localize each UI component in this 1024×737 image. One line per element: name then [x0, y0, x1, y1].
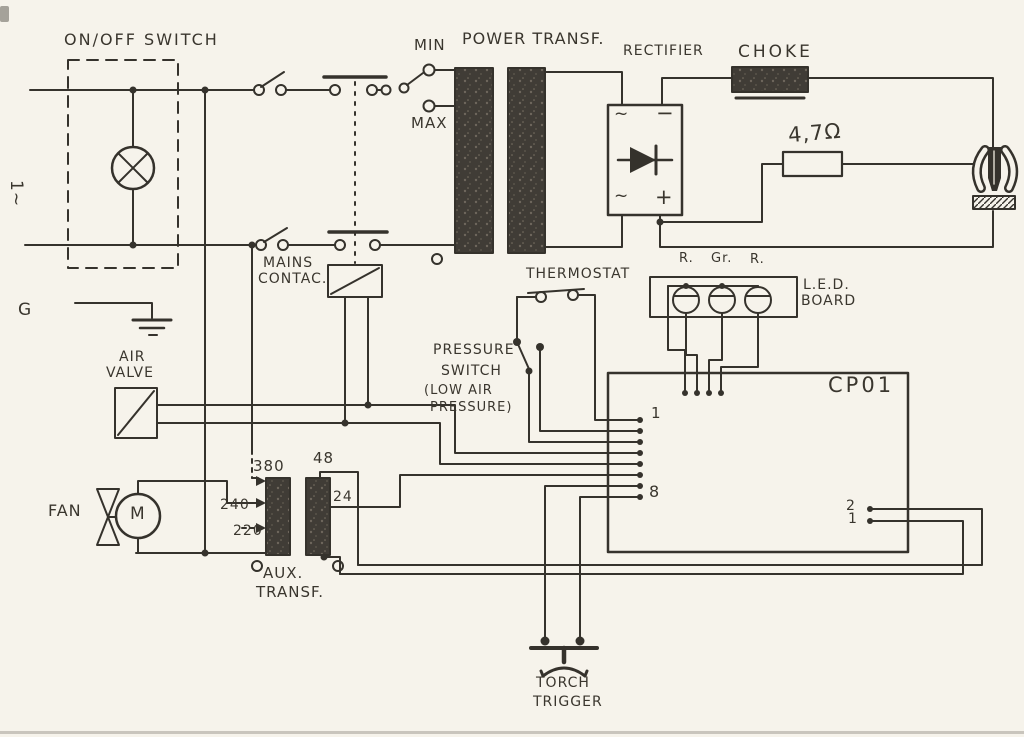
label-on-off-switch: ON/OFF SWITCH	[64, 30, 219, 49]
fan-symbol	[96, 480, 268, 557]
label-led-right: R.	[750, 252, 765, 267]
label-pin-right-2: 2	[846, 498, 856, 514]
label-resistor-value: 4,7Ω	[787, 118, 843, 148]
label-trigger-1: TORCH	[536, 675, 590, 691]
label-valve: VALVE	[106, 365, 154, 381]
torch-trigger-symbol	[529, 636, 599, 678]
tap-selector	[380, 63, 456, 113]
label-power-transformer: POWER TRANSF.	[462, 29, 605, 48]
pressure-switch-symbol	[513, 296, 544, 375]
label-tap-240: 240	[220, 497, 250, 513]
label-tap-24: 24	[333, 489, 353, 505]
air-valve-symbol	[114, 387, 158, 439]
scan-smudge	[0, 6, 9, 22]
label-pin-left-1: 1	[651, 404, 662, 422]
label-aux-2: TRANSF.	[256, 583, 324, 601]
label-rect-plus: +	[655, 185, 674, 209]
label-led-mid: Gr.	[711, 251, 733, 266]
choke-symbol	[731, 66, 809, 100]
label-min: MIN	[414, 36, 446, 54]
label-aux-1: AUX.	[263, 564, 304, 582]
on-off-switch-symbol	[67, 59, 289, 269]
cp01-board	[606, 371, 910, 554]
diode-icon	[630, 147, 656, 173]
label-trigger-2: TRIGGER	[533, 694, 603, 710]
thermostat-symbol	[516, 288, 596, 303]
label-motor: M	[130, 504, 146, 524]
label-led-board-2: BOARD	[801, 293, 857, 309]
scan-edge-line	[0, 731, 1024, 734]
label-pressure-1: PRESSURE	[433, 342, 515, 358]
contactor-contacts	[322, 75, 389, 264]
label-board-cp01: CP01	[828, 373, 895, 397]
dc-wiring	[656, 77, 994, 248]
label-pressure-2: SWITCH	[441, 363, 502, 379]
label-ground: G	[18, 300, 33, 320]
label-phase: 1~	[6, 180, 26, 208]
label-air: AIR	[119, 349, 146, 365]
led-icon	[672, 286, 700, 314]
led-icon	[708, 286, 736, 314]
label-fan: FAN	[48, 501, 82, 520]
fan-blade-icon	[96, 516, 120, 546]
label-tap-48: 48	[313, 449, 335, 467]
label-rect-ac-top: ~	[614, 104, 630, 124]
label-rect-minus: −	[656, 101, 675, 125]
label-led-left: R.	[679, 251, 694, 266]
supply-rails	[24, 86, 456, 554]
led-icon	[744, 286, 772, 314]
label-led-board-1: L.E.D.	[803, 277, 850, 293]
workpiece-icon	[972, 195, 1016, 210]
label-pin-left-8: 8	[649, 482, 661, 501]
aux-transformer-symbol	[241, 471, 359, 575]
cp01-pin-wiring	[156, 295, 983, 642]
label-pin-right-1: 1	[848, 511, 858, 527]
label-tap-380: 380	[253, 457, 285, 475]
label-choke: CHOKE	[738, 42, 813, 62]
label-max: MAX	[411, 114, 448, 132]
label-pressure-3: (LOW AIR	[424, 383, 493, 398]
fan-blade-icon	[96, 488, 120, 518]
torch-symbol	[971, 145, 1019, 210]
rectifier-symbol	[606, 103, 684, 217]
resistor-symbol	[781, 150, 844, 178]
led-board-symbol	[649, 276, 798, 396]
label-contac: CONTAC.	[258, 271, 328, 287]
mains-contactor-coil	[327, 264, 383, 427]
label-rect-ac-bottom: ~	[614, 186, 630, 206]
ground-symbol	[74, 302, 173, 336]
label-thermostat: THERMOSTAT	[526, 266, 631, 282]
label-mains: MAINS	[263, 255, 314, 271]
power-transformer-symbol	[431, 67, 623, 265]
label-pressure-4: PRESSURE)	[430, 400, 513, 415]
label-rectifier: RECTIFIER	[623, 43, 704, 59]
label-tap-220: 220	[233, 523, 263, 539]
